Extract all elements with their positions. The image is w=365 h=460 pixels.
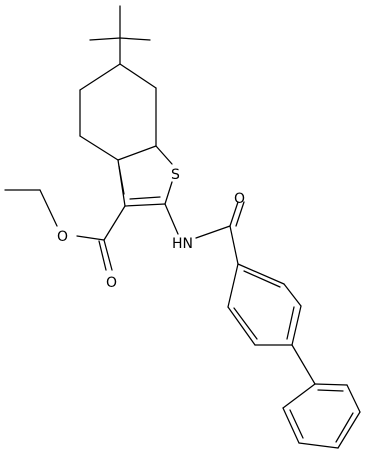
bond [79,135,119,161]
bond [243,270,281,288]
bond [129,196,161,200]
bond [346,384,361,413]
bond [235,201,245,227]
bond [289,409,304,439]
bond [155,145,173,165]
amide-nh-label: HN [172,236,193,252]
bond [79,63,121,91]
bond [317,389,344,392]
bond [335,412,354,443]
bond [229,225,239,265]
bond [164,203,179,235]
bond [282,383,316,409]
phenyl-ring-1 [227,263,302,346]
ethyl-ester-group [4,189,126,271]
bond [103,239,113,271]
bond [337,411,361,449]
bond [89,37,121,41]
bond [76,235,105,241]
bond [117,145,157,161]
ester-carbonyl-oxygen-label: O [106,275,117,291]
cyclohexene-ring [79,63,157,161]
ester-ether-oxygen-label: O [57,229,68,245]
bond [227,263,239,308]
amide-oxygen-label: O [234,191,245,207]
sulfur-atom-label: S [171,167,180,183]
phenyl-ring-2 [282,383,361,449]
bond [298,442,339,449]
bond [164,181,173,205]
bond [98,240,107,271]
bond [119,63,157,89]
bond [118,165,125,195]
bond [103,205,126,241]
bond [227,306,256,346]
bond [39,189,58,227]
bond [119,37,151,41]
bond [282,407,300,444]
bond [229,201,239,227]
bond [286,306,295,340]
amide-group [164,201,245,265]
bond [291,305,302,346]
tert-butyl-group [89,5,151,65]
bond [195,225,231,239]
bond [237,263,285,285]
thiophene-ring [117,145,173,207]
bond [283,283,302,307]
bond [124,203,166,207]
bond [314,383,348,386]
bond [233,307,258,340]
biaryl-bond [291,344,316,385]
